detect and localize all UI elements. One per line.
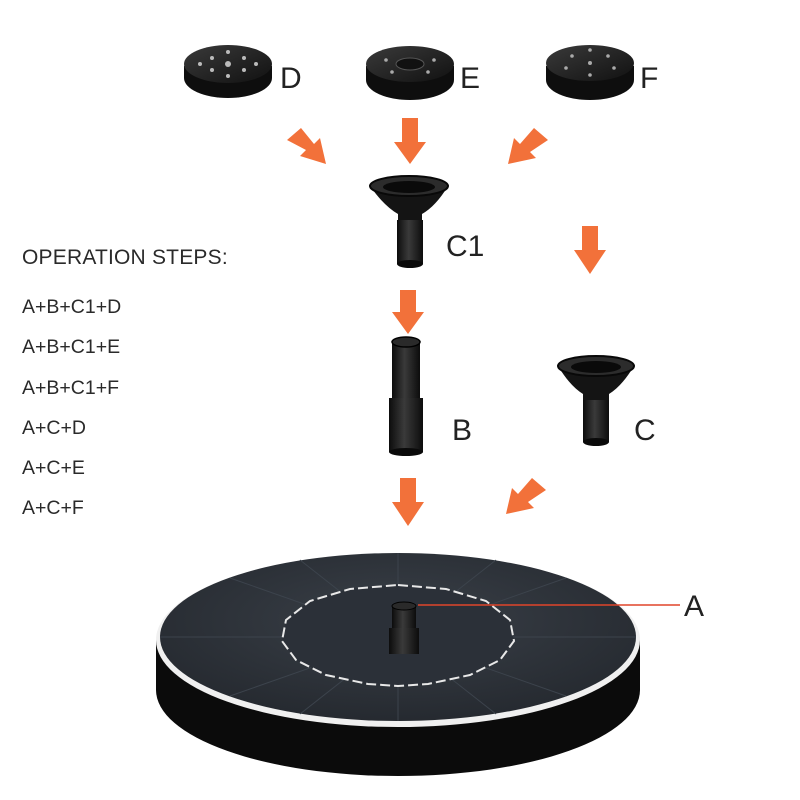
extension-tube-b xyxy=(389,336,423,456)
step-item: A+C+F xyxy=(22,497,84,520)
arrow-e-to-c1 xyxy=(394,118,426,164)
label-e: E xyxy=(460,62,481,95)
nozzle-e xyxy=(366,46,454,100)
label-c1: C1 xyxy=(446,230,485,263)
arrow-f-to-c1 xyxy=(508,128,548,164)
label-d: D xyxy=(280,62,302,95)
arrow-to-c xyxy=(574,226,606,274)
label-a: A xyxy=(684,590,705,623)
label-b: B xyxy=(452,414,473,447)
nozzle-f xyxy=(546,45,634,100)
arrow-d-to-c1 xyxy=(287,128,326,164)
arrow-c-to-a xyxy=(506,478,546,514)
step-item: A+C+D xyxy=(22,416,86,439)
label-f: F xyxy=(640,62,659,95)
solar-panel-base-a xyxy=(156,553,680,776)
connector-c1 xyxy=(369,175,449,268)
label-c: C xyxy=(634,414,656,447)
connector-c xyxy=(557,355,635,446)
step-item: A+C+E xyxy=(22,457,85,480)
arrow-b-to-a xyxy=(392,478,424,526)
operation-steps: OPERATION STEPS: A+B+C1+D A+B+C1+E A+B+C… xyxy=(22,246,228,538)
step-item: A+B+C1+F xyxy=(22,376,120,399)
operation-steps-heading: OPERATION STEPS: xyxy=(22,246,228,269)
step-item: A+B+C1+E xyxy=(22,336,121,359)
step-item: A+B+C1+D xyxy=(22,296,122,318)
arrow-c1-to-b xyxy=(392,290,424,334)
assembly-arrows xyxy=(287,118,606,526)
nozzle-d xyxy=(184,45,272,98)
